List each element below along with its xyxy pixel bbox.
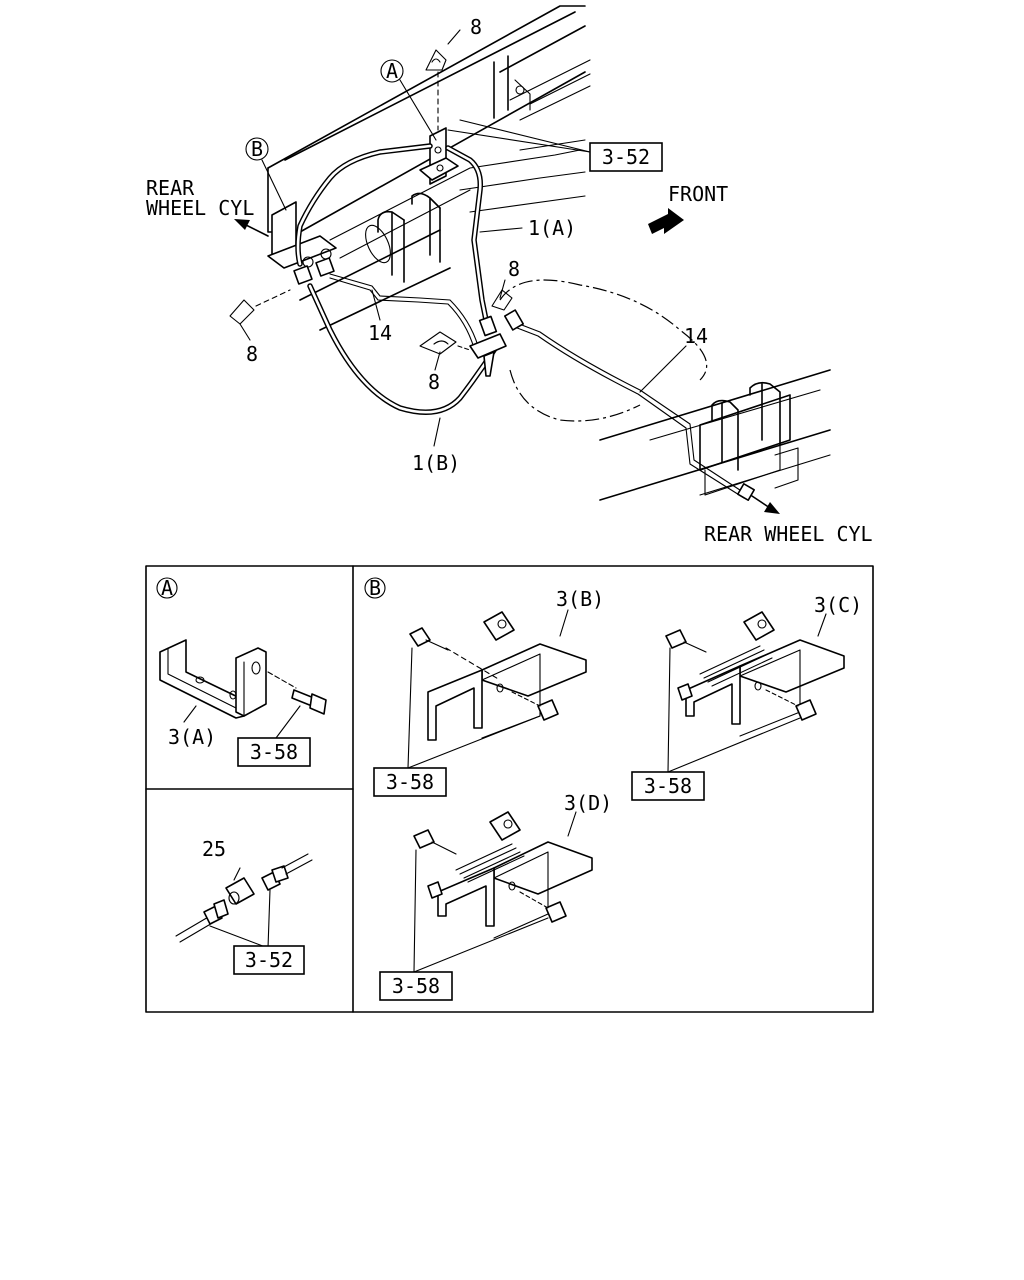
- label-part-8-center: 8: [428, 370, 440, 394]
- rear-wheel-cyl-arrow-left: [234, 219, 269, 237]
- brake-pipe-1b: [307, 283, 501, 415]
- label-rear-wheel-cyl-line1: REAR: [146, 176, 195, 200]
- detail-union: 25 3-52: [175, 837, 313, 975]
- svg-text:3-58: 3-58: [250, 740, 298, 764]
- detail-b: B 3(B) 3-58: [364, 576, 862, 1001]
- label-part-1b: 1(B): [412, 451, 460, 475]
- label-part-3c: 3(C): [814, 593, 862, 617]
- ref-3-58-b: 3-58: [373, 767, 447, 797]
- leader-lines-main: [239, 29, 687, 447]
- brake-pipe-14-right: [511, 321, 747, 499]
- svg-text:A: A: [161, 576, 173, 600]
- frame-rail: [267, 5, 591, 259]
- detail-a: A 3(A) 3-58: [156, 576, 327, 767]
- label-part-14-right: 14: [684, 324, 708, 348]
- label-part-3d: 3(D): [564, 791, 612, 815]
- label-front: FRONT: [668, 182, 728, 206]
- label-rear-wheel-cyl-line2: WHEEL CYL: [146, 196, 254, 220]
- callout-b: B: [245, 137, 269, 161]
- ref-3-58-a: 3-58: [237, 737, 311, 767]
- label-part-8-right: 8: [508, 257, 520, 281]
- bracket-3c: 3(C): [665, 593, 862, 737]
- label-part-8-left: 8: [246, 342, 258, 366]
- svg-text:B: B: [369, 576, 381, 600]
- ref-3-52-detail: 3-52: [233, 945, 305, 975]
- svg-text:3-58: 3-58: [392, 974, 440, 998]
- detail-panels-frame: [145, 565, 874, 1013]
- junction-fittings: [229, 257, 755, 501]
- label-part-1a: 1(A): [528, 216, 576, 240]
- label-part-3a: 3(A): [168, 725, 216, 749]
- label-part-14-left: 14: [368, 321, 392, 345]
- label-rear-wheel-cyl-right: REAR WHEEL CYL: [704, 522, 873, 546]
- brake-pipe-14-left: [329, 273, 479, 349]
- ref-3-58-d: 3-58: [379, 971, 453, 1001]
- detail-b-callout: B: [364, 576, 386, 600]
- label-part-25: 25: [202, 837, 226, 861]
- ref-3-52-main: 3-52: [589, 142, 663, 172]
- svg-text:3-52: 3-52: [602, 145, 650, 169]
- rear-wheel-cyl-arrow-right: [751, 495, 780, 514]
- bracket-3b: 3(B): [409, 587, 604, 741]
- svg-text:B: B: [251, 137, 263, 161]
- svg-text:A: A: [386, 59, 398, 83]
- front-arrow-icon: [648, 208, 684, 234]
- brake-pipe-1a: [295, 143, 491, 333]
- callout-a: A: [380, 59, 404, 83]
- detail-a-callout: A: [156, 576, 178, 600]
- label-part-3b: 3(B): [556, 587, 604, 611]
- bracket-3d: 3(D): [413, 791, 612, 939]
- svg-text:3-58: 3-58: [644, 774, 692, 798]
- label-part-8-top: 8: [470, 15, 482, 39]
- bracket-a-assembly: [419, 49, 459, 185]
- svg-text:3-58: 3-58: [386, 770, 434, 794]
- bracket-b-assembly: [267, 201, 337, 269]
- ref-3-58-c: 3-58: [631, 771, 705, 801]
- svg-text:3-52: 3-52: [245, 948, 293, 972]
- rear-axle: [299, 192, 831, 501]
